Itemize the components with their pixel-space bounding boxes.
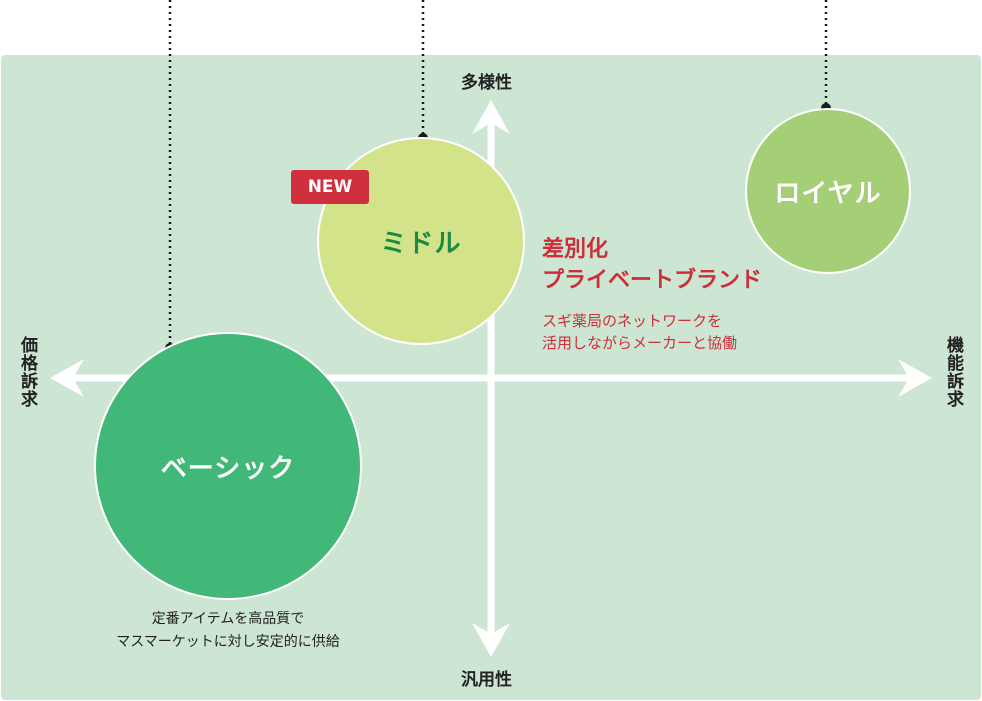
private-brand-title-line: プライベートブランド [542,268,763,293]
axis-label-right: 機能訴求 [943,336,963,408]
private-brand-description: スギ薬局のネットワークを 活用しながらメーカーと協働 [542,310,737,354]
tier-middle-label: ミドル [380,228,462,259]
tier-basic-circle: ベーシック [94,332,362,600]
axis-label-top: 多様性 [461,73,512,93]
top-arrowhead [472,100,510,134]
new-badge: NEW [291,170,369,204]
private-brand-title: 差別化 プライベートブランド [542,234,762,296]
private-brand-desc-line: スギ薬局のネットワークを [542,312,723,330]
axis-label-left: 価格訴求 [17,336,37,408]
tier-royal-circle: ロイヤル [745,108,911,274]
tier-middle-circle: ミドル [317,137,525,345]
basic-desc-line: マスマーケットに対し安定的に供給 [116,634,340,650]
tier-royal-label: ロイヤル [774,178,882,209]
private-brand-desc-line: 活用しながらメーカーと協働 [542,334,738,352]
basic-description: 定番アイテムを高品質で マスマーケットに対し安定的に供給 [80,608,376,654]
tier-basic-label: ベーシック [160,453,296,484]
right-arrowhead [898,359,932,397]
basic-desc-line: 定番アイテムを高品質で [151,611,305,627]
left-arrowhead [50,359,84,397]
bottom-arrowhead [472,623,510,657]
axis-label-bottom: 汎用性 [461,670,512,690]
private-brand-title-line: 差別化 [542,237,609,262]
